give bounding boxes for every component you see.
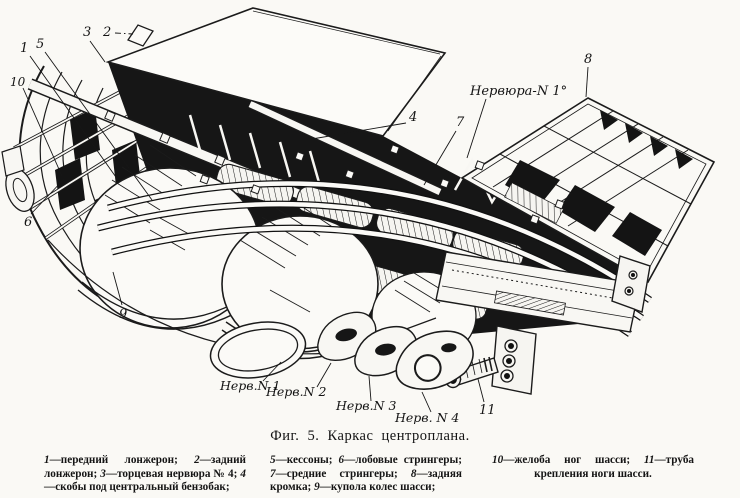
legend-column-3: 10—желоба ног шасси; 11—труба крепления … (492, 454, 694, 481)
legend-item: 4—скобы под центральный бензобак; (44, 467, 247, 494)
callout-4: 4 (408, 110, 417, 125)
legend-column-2: 5—кессоны; 6—лобовые стрингеры; 7—средни… (270, 454, 462, 495)
rib-label-n3: Нерв.N 3 (335, 398, 396, 413)
legend-column-1: 1—передний лонжерон; 2—задний лонжерон; … (44, 454, 246, 495)
rib-banner-label: Нервюра-N 1° (469, 84, 567, 99)
grid-panel (460, 97, 716, 284)
callout-5: 5 (36, 37, 44, 52)
rib-ring (209, 321, 307, 379)
rear-spar (435, 251, 651, 395)
callout-1: 1 (20, 41, 28, 56)
legend-item: 6—лобовые стрингеры; (338, 454, 462, 466)
rib-label-n2: Нерв.N 2 (265, 384, 326, 399)
spar-corner-fitting (611, 255, 651, 313)
legend-item: 10—желоба ног шасси; (492, 454, 631, 466)
rib-label-n1: Нерв.N 1 (219, 378, 280, 393)
tank-clamp-strip (248, 99, 442, 197)
legend-item: 7—средние стрингеры; (270, 467, 398, 480)
rib-profile-n4 (395, 330, 474, 390)
callout-3: 3 (83, 25, 91, 40)
rib-labels: Нервюра-N 1° Нерв.N 1 Нерв.N 2 Нерв.N 3 … (219, 84, 567, 424)
callout-9: 9 (119, 307, 127, 322)
technical-drawing: 1 5 3 2 10 6 9 4 7 8 11 Нервюра-N 1° Нер… (1, 7, 716, 424)
callout-leaders (22, 32, 589, 413)
figure-caption: Фиг. 5. Каркас центроплана. (270, 428, 470, 444)
legend-item: 3—торцевая нервюра № 4; (100, 467, 238, 480)
rear-spar-clip (127, 24, 154, 47)
legend-item: 11—труба крепления ноги шасси. (534, 454, 695, 480)
skin-panel (105, 7, 447, 137)
callout-2: 2 (102, 25, 111, 40)
callout-8: 8 (584, 52, 592, 67)
legend-item: 8—задняя кромка; (270, 467, 462, 494)
rib-profiles (209, 311, 474, 390)
legend-item: 1—передний лонжерон; (44, 454, 178, 466)
front-lower-edge (47, 239, 437, 355)
callout-7: 7 (456, 115, 465, 130)
callout-6: 6 (24, 215, 32, 230)
legend-item: 2—задний лонжерон; (44, 454, 246, 480)
rib-label-n4: Нерв. N 4 (394, 410, 459, 424)
legend-item: 9—купола колес шасси; (314, 481, 436, 494)
spar-end-fitting (491, 325, 537, 395)
callout-10: 10 (10, 75, 26, 89)
callout-11: 11 (479, 403, 496, 418)
callout-numbers: 1 5 3 2 10 6 9 4 7 8 11 (10, 25, 592, 418)
legend-item: 5—кессоны; (270, 454, 333, 466)
